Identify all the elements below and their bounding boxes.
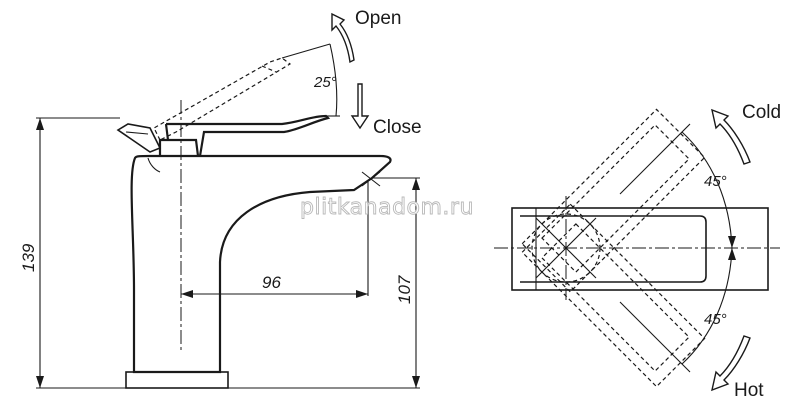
faucet-body	[130, 154, 392, 374]
lever-closed	[166, 114, 331, 157]
dim-139-arrow-top	[36, 118, 44, 130]
cold-arc-arrow	[728, 236, 736, 248]
hot-arrow	[711, 335, 751, 392]
top-handle-inner	[520, 215, 707, 283]
dim-107-arrow-top	[412, 178, 420, 190]
lever-joint	[164, 123, 170, 141]
cold-angle-arc	[681, 131, 733, 249]
cartridge-cap	[158, 138, 200, 157]
close-arrow	[350, 83, 370, 130]
lever-tail	[116, 123, 162, 153]
side-view: 25° Open Close 139 107 96	[19, 8, 422, 389]
base-plate	[125, 371, 229, 389]
dim-107-label: 107	[395, 275, 414, 304]
cold-label: Cold	[742, 102, 781, 123]
hot-angle-label: 45°	[704, 311, 727, 328]
dim-96-arrow-right	[356, 290, 368, 298]
hot-angle-arc	[681, 247, 733, 365]
lever-open-dashed	[153, 57, 292, 141]
lever-tail-line	[125, 131, 149, 135]
dim-96-label: 96	[262, 273, 281, 292]
close-label: Close	[373, 117, 422, 138]
hot-label: Hot	[734, 380, 764, 401]
cold-angle-label: 45°	[704, 173, 727, 190]
top-view: 45° 45° Cold Hot	[494, 102, 781, 401]
angle-arc-25	[329, 43, 338, 117]
dim-107-arrow-bottom	[412, 376, 420, 388]
lever-open-dashed-tip	[261, 65, 277, 73]
angle-label-25: 25°	[313, 74, 337, 91]
watermark: plitkanadom.ru	[300, 195, 474, 220]
body-edge	[147, 157, 161, 173]
open-arrow	[331, 12, 355, 64]
angle-ext-upper	[281, 43, 331, 59]
dim-139-arrow-bottom	[36, 376, 44, 388]
cold-angle-ext	[619, 123, 691, 195]
top-body-outline	[511, 207, 769, 291]
cold-arrow	[711, 108, 751, 165]
outlet-mark-b	[361, 171, 381, 187]
dim-139-label: 139	[19, 243, 38, 272]
open-label: Open	[355, 8, 401, 29]
hot-angle-ext	[619, 301, 691, 373]
dim-96-arrow-left	[181, 290, 193, 298]
hot-arc-arrow	[728, 248, 736, 260]
